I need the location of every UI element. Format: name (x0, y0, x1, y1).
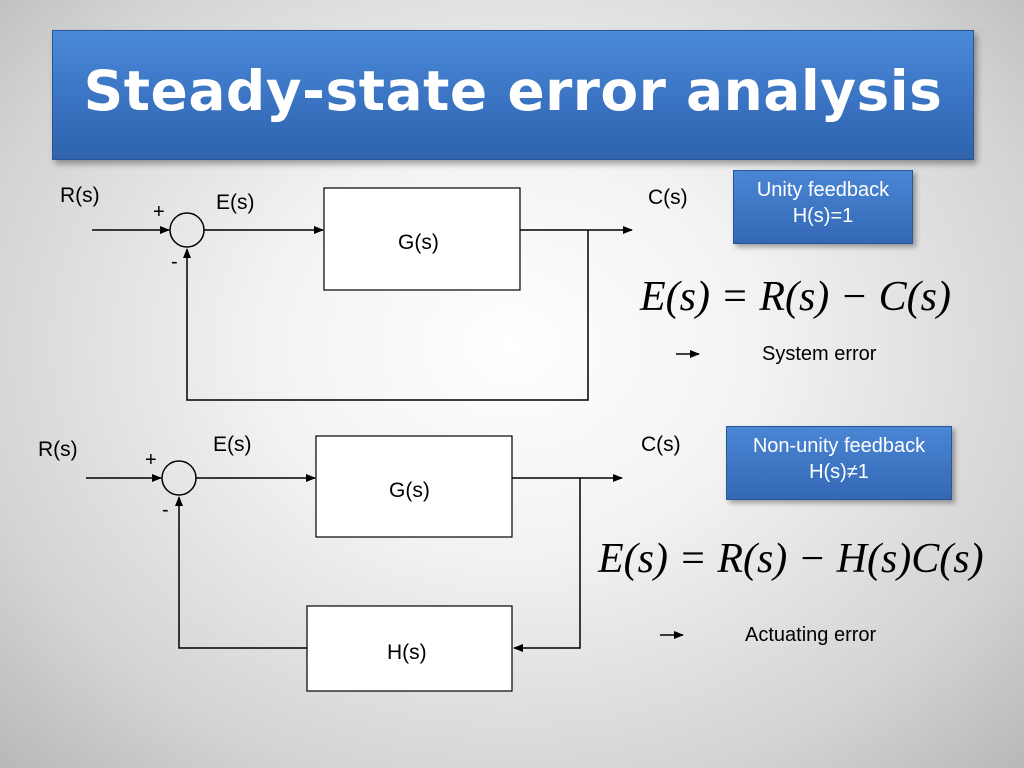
d2-feedback-label: H(s) (387, 641, 427, 664)
d1-plant-label: G(s) (398, 231, 439, 254)
d2-output-label: C(s) (641, 433, 681, 456)
diagram1-unity-feedback (92, 187, 633, 401)
d2-input-label: R(s) (38, 438, 78, 461)
d1-input-label: R(s) (60, 184, 100, 207)
d2-feedback-forward (513, 478, 581, 652)
d2-error-equation: E(s) = R(s) − H(s)C(s) (598, 536, 984, 582)
d1-plant-block (323, 187, 521, 291)
d1-output-label: C(s) (648, 186, 688, 209)
d1-plus-sign: + (153, 201, 165, 223)
title-bar: Steady-state error analysis (52, 30, 974, 160)
d2-feedback-block (306, 605, 513, 692)
d2-plant-block (315, 435, 513, 538)
diagram2-nonunity-feedback (86, 435, 623, 692)
d2-plus-sign: + (145, 449, 157, 471)
d1-minus-sign: - (171, 251, 178, 273)
d2-badge-line2: H(s)≠1 (809, 461, 869, 483)
d1-summing-junction (169, 212, 205, 248)
d1-feedback-path (183, 230, 589, 401)
slide-title: Steady-state error analysis (83, 59, 943, 123)
d2-error-label: E(s) (213, 433, 252, 456)
d2-minus-sign: - (162, 499, 169, 521)
d2-plant-label: G(s) (389, 479, 430, 502)
d1-badge-line2: H(s)=1 (792, 205, 854, 227)
d1-error-note: System error (762, 343, 877, 365)
d2-nonunity-feedback-badge: Non-unity feedback H(s)≠1 (726, 426, 952, 500)
d2-feedback-return (175, 496, 307, 649)
d1-error-equation: E(s) = R(s) − C(s) (640, 274, 951, 320)
d1-badge-line1: Unity feedback (756, 179, 890, 201)
d1-error-label: E(s) (216, 191, 255, 214)
d1-unity-feedback-badge: Unity feedback H(s)=1 (733, 170, 913, 244)
d2-summing-junction (161, 460, 197, 496)
d2-badge-line1: Non-unity feedback (752, 435, 926, 457)
d2-error-note: Actuating error (745, 624, 877, 646)
